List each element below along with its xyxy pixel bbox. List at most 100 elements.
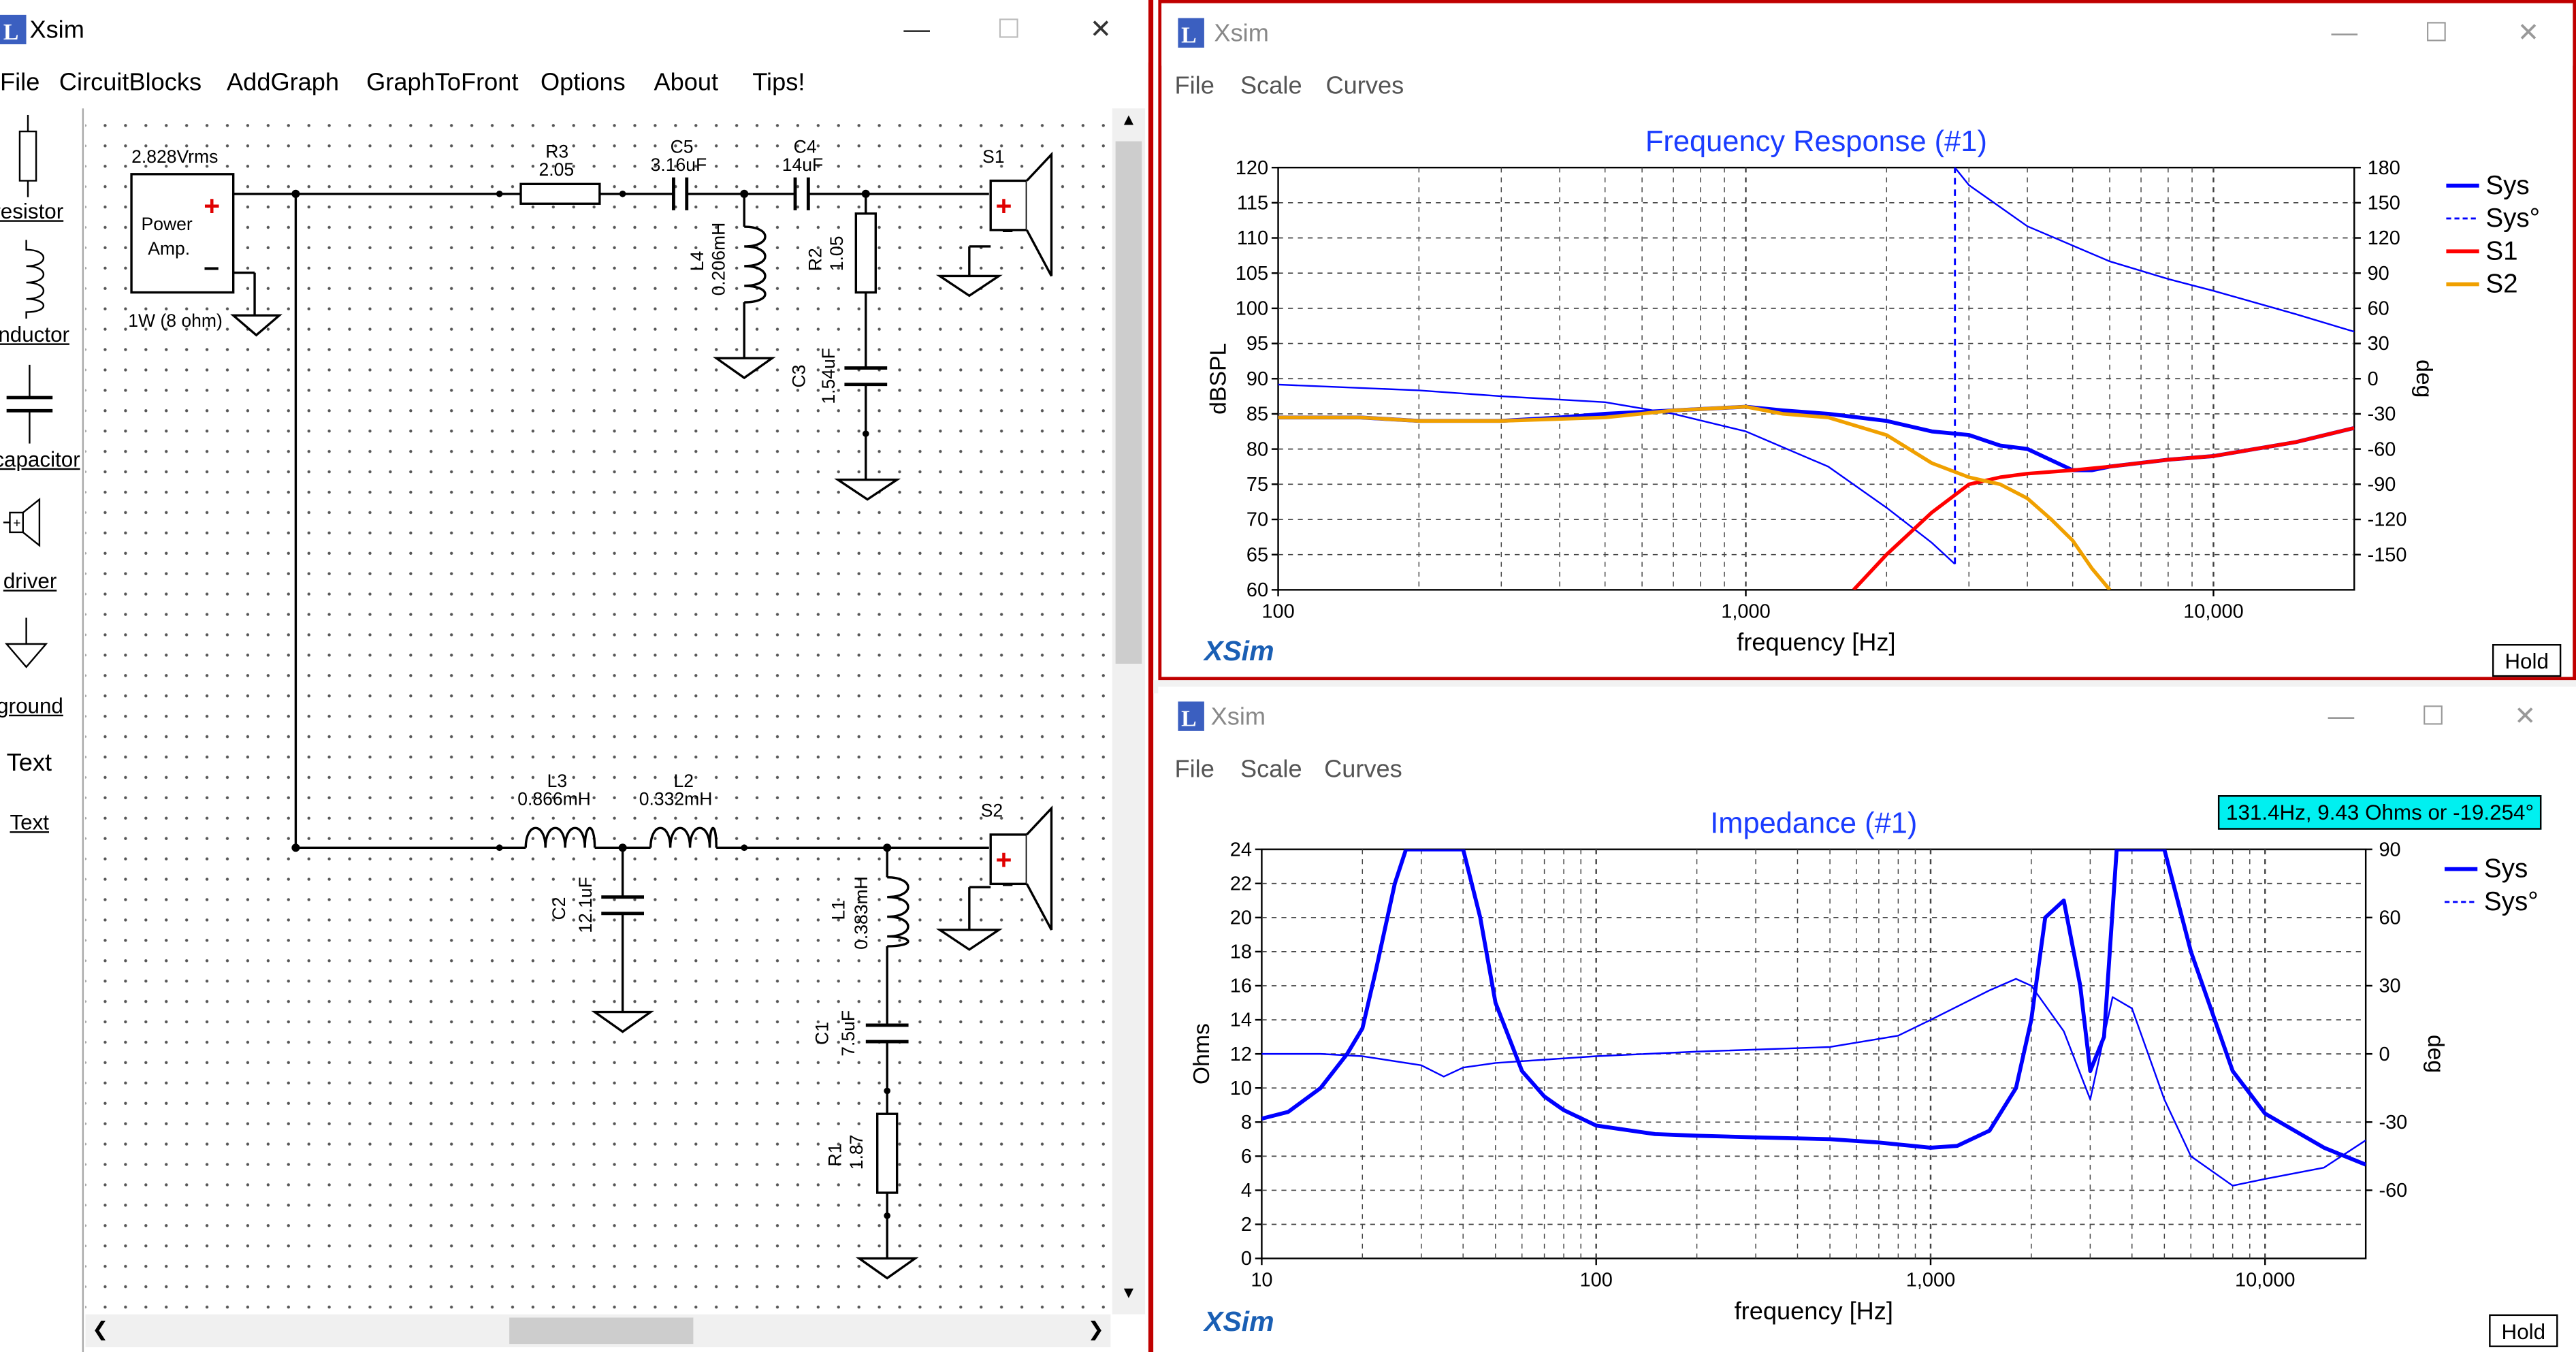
series-line-sys	[1261, 849, 2366, 1167]
maximize-button[interactable]: ☐	[997, 16, 1021, 45]
imp-titlebar[interactable]: L Xsim — ☐ ✕	[1158, 686, 2576, 750]
y-tick-label: 20	[1230, 907, 1252, 929]
horizontal-scrollbar[interactable]: ❮ ❯	[85, 1314, 1111, 1347]
resistor-r2[interactable]	[854, 212, 877, 294]
menu-file[interactable]: File	[1174, 756, 1214, 784]
scroll-up-arrow-icon[interactable]: ▲	[1120, 112, 1137, 130]
s2-plus-icon: +	[995, 844, 1012, 875]
series-line-sys-phase	[1278, 167, 2355, 565]
legend-label: Sys°	[2484, 887, 2539, 916]
y2-tick-label: 60	[2368, 298, 2389, 320]
xsim-logo: XSim	[1204, 1306, 1274, 1338]
scroll-right-arrow-icon[interactable]: ❯	[1087, 1317, 1104, 1341]
label-vrms: 2.828Vrms	[131, 146, 218, 167]
menu-file[interactable]: File	[0, 69, 40, 97]
y2-tick-label: -150	[2368, 544, 2407, 566]
svg-text:L: L	[1181, 23, 1197, 48]
menu-scale[interactable]: Scale	[1240, 72, 1302, 101]
label-l1: L1	[828, 900, 848, 920]
y2-tick-label: 180	[2368, 157, 2400, 179]
vertical-scrollbar[interactable]: ▲ ▼	[1112, 108, 1146, 1315]
window-title: Xsim	[29, 16, 84, 45]
tool-driver[interactable]: + driver	[0, 483, 79, 602]
minimize-button[interactable]: —	[903, 16, 930, 45]
y-tick-label: 2	[1241, 1214, 1252, 1236]
hold-button[interactable]: Hold	[2489, 1314, 2558, 1347]
power-amp[interactable]	[130, 173, 235, 294]
schematic-titlebar[interactable]: L Xsim — ☐ ✕	[0, 0, 1148, 63]
menu-graphtofront[interactable]: GraphToFront	[366, 69, 519, 97]
cursor-readout-tooltip: 131.4Hz, 9.43 Ohms or -19.254°	[2217, 795, 2543, 830]
menu-tips[interactable]: Tips!	[752, 69, 805, 97]
label-amp: Amp.	[148, 238, 190, 259]
y2-axis-label: deg	[2411, 359, 2437, 398]
tool-resistor[interactable]: resistor	[0, 108, 79, 227]
menu-curves[interactable]: Curves	[1324, 756, 1402, 784]
freq-titlebar[interactable]: L Xsim — ☐ ✕	[1161, 3, 2573, 66]
driver-s2[interactable]	[989, 833, 1029, 886]
tool-text[interactable]: Text Text	[0, 739, 79, 844]
maximize-button[interactable]: ☐	[2421, 703, 2445, 731]
horizontal-scroll-thumb[interactable]	[509, 1317, 694, 1345]
capacitor-icon	[6, 364, 53, 444]
scroll-down-arrow-icon[interactable]: ▼	[1120, 1285, 1137, 1303]
label-r3-value: 2.05	[539, 159, 575, 180]
xsim-app-icon: L	[1178, 701, 1204, 731]
minimize-button[interactable]: —	[2328, 703, 2355, 731]
tool-label-text: Text	[10, 809, 50, 835]
label-r3: R3	[545, 142, 568, 162]
tool-ground[interactable]: ground	[0, 608, 79, 726]
schematic-canvas[interactable]: 2.828Vrms Power Amp. 1W (8 ohm) R3 2.05 …	[85, 108, 1111, 1311]
label-c4: C4	[794, 136, 817, 157]
menu-scale[interactable]: Scale	[1240, 756, 1302, 784]
menu-circuitblocks[interactable]: CircuitBlocks	[59, 69, 202, 97]
maximize-button[interactable]: ☐	[2424, 19, 2449, 48]
hold-button[interactable]: Hold	[2492, 644, 2562, 677]
menu-file[interactable]: File	[1174, 72, 1214, 101]
label-r1-value: 1.87	[846, 1135, 867, 1170]
resistor-r3[interactable]	[519, 182, 601, 205]
y-tick-label: 18	[1230, 941, 1252, 963]
driver-s1[interactable]	[989, 179, 1029, 231]
y-axis-label: Ohms	[1189, 1023, 1214, 1084]
schematic-window: L Xsim — ☐ ✕ File CircuitBlocks AddGraph…	[0, 0, 1154, 1352]
menu-curves[interactable]: Curves	[1325, 72, 1404, 101]
legend-label: S1	[2485, 236, 2517, 265]
scroll-left-arrow-icon[interactable]: ❮	[92, 1317, 109, 1341]
frequency-response-chart[interactable]: 6065707580859095100105110115120-150-120-…	[1161, 108, 2573, 677]
menu-addgraph[interactable]: AddGraph	[227, 69, 340, 97]
minimize-button[interactable]: —	[2331, 19, 2358, 48]
label-power: Power	[142, 214, 193, 234]
vertical-scroll-thumb[interactable]	[1115, 141, 1142, 664]
window-title: Xsim	[1214, 19, 1269, 48]
x-axis-label: frequency [Hz]	[1737, 628, 1895, 656]
chart-title: Frequency Response (#1)	[1645, 125, 1987, 158]
xsim-app-icon: L	[0, 14, 27, 45]
label-c1: C1	[811, 1022, 832, 1045]
y2-tick-label: 90	[2379, 839, 2400, 860]
menu-about[interactable]: About	[654, 69, 719, 97]
close-button[interactable]: ✕	[2517, 19, 2540, 48]
y2-tick-label: -30	[2379, 1112, 2407, 1133]
tool-label-resistor: resistor	[0, 199, 64, 224]
x-tick-label: 100	[1580, 1270, 1613, 1291]
tool-inductor[interactable]: inductor	[0, 234, 79, 352]
y-tick-label: 75	[1246, 474, 1268, 496]
y-tick-label: 90	[1246, 368, 1268, 390]
x-tick-label: 10	[1251, 1270, 1272, 1291]
close-button[interactable]: ✕	[2514, 703, 2537, 731]
resistor-r1[interactable]	[876, 1112, 899, 1194]
menu-options[interactable]: Options	[540, 69, 626, 97]
y2-tick-label: 0	[2368, 368, 2379, 390]
freq-menubar: File Scale Curves	[1161, 66, 2573, 109]
label-l2-value: 0.332mH	[639, 789, 713, 809]
y-tick-label: 22	[1230, 873, 1252, 895]
y2-tick-label: 120	[2368, 227, 2400, 249]
amp-plus-icon: +	[204, 190, 220, 221]
close-button[interactable]: ✕	[1089, 16, 1112, 45]
y-tick-label: 4	[1241, 1180, 1252, 1202]
y-tick-label: 80	[1246, 438, 1268, 460]
tool-capacitor[interactable]: capacitor	[0, 358, 80, 477]
